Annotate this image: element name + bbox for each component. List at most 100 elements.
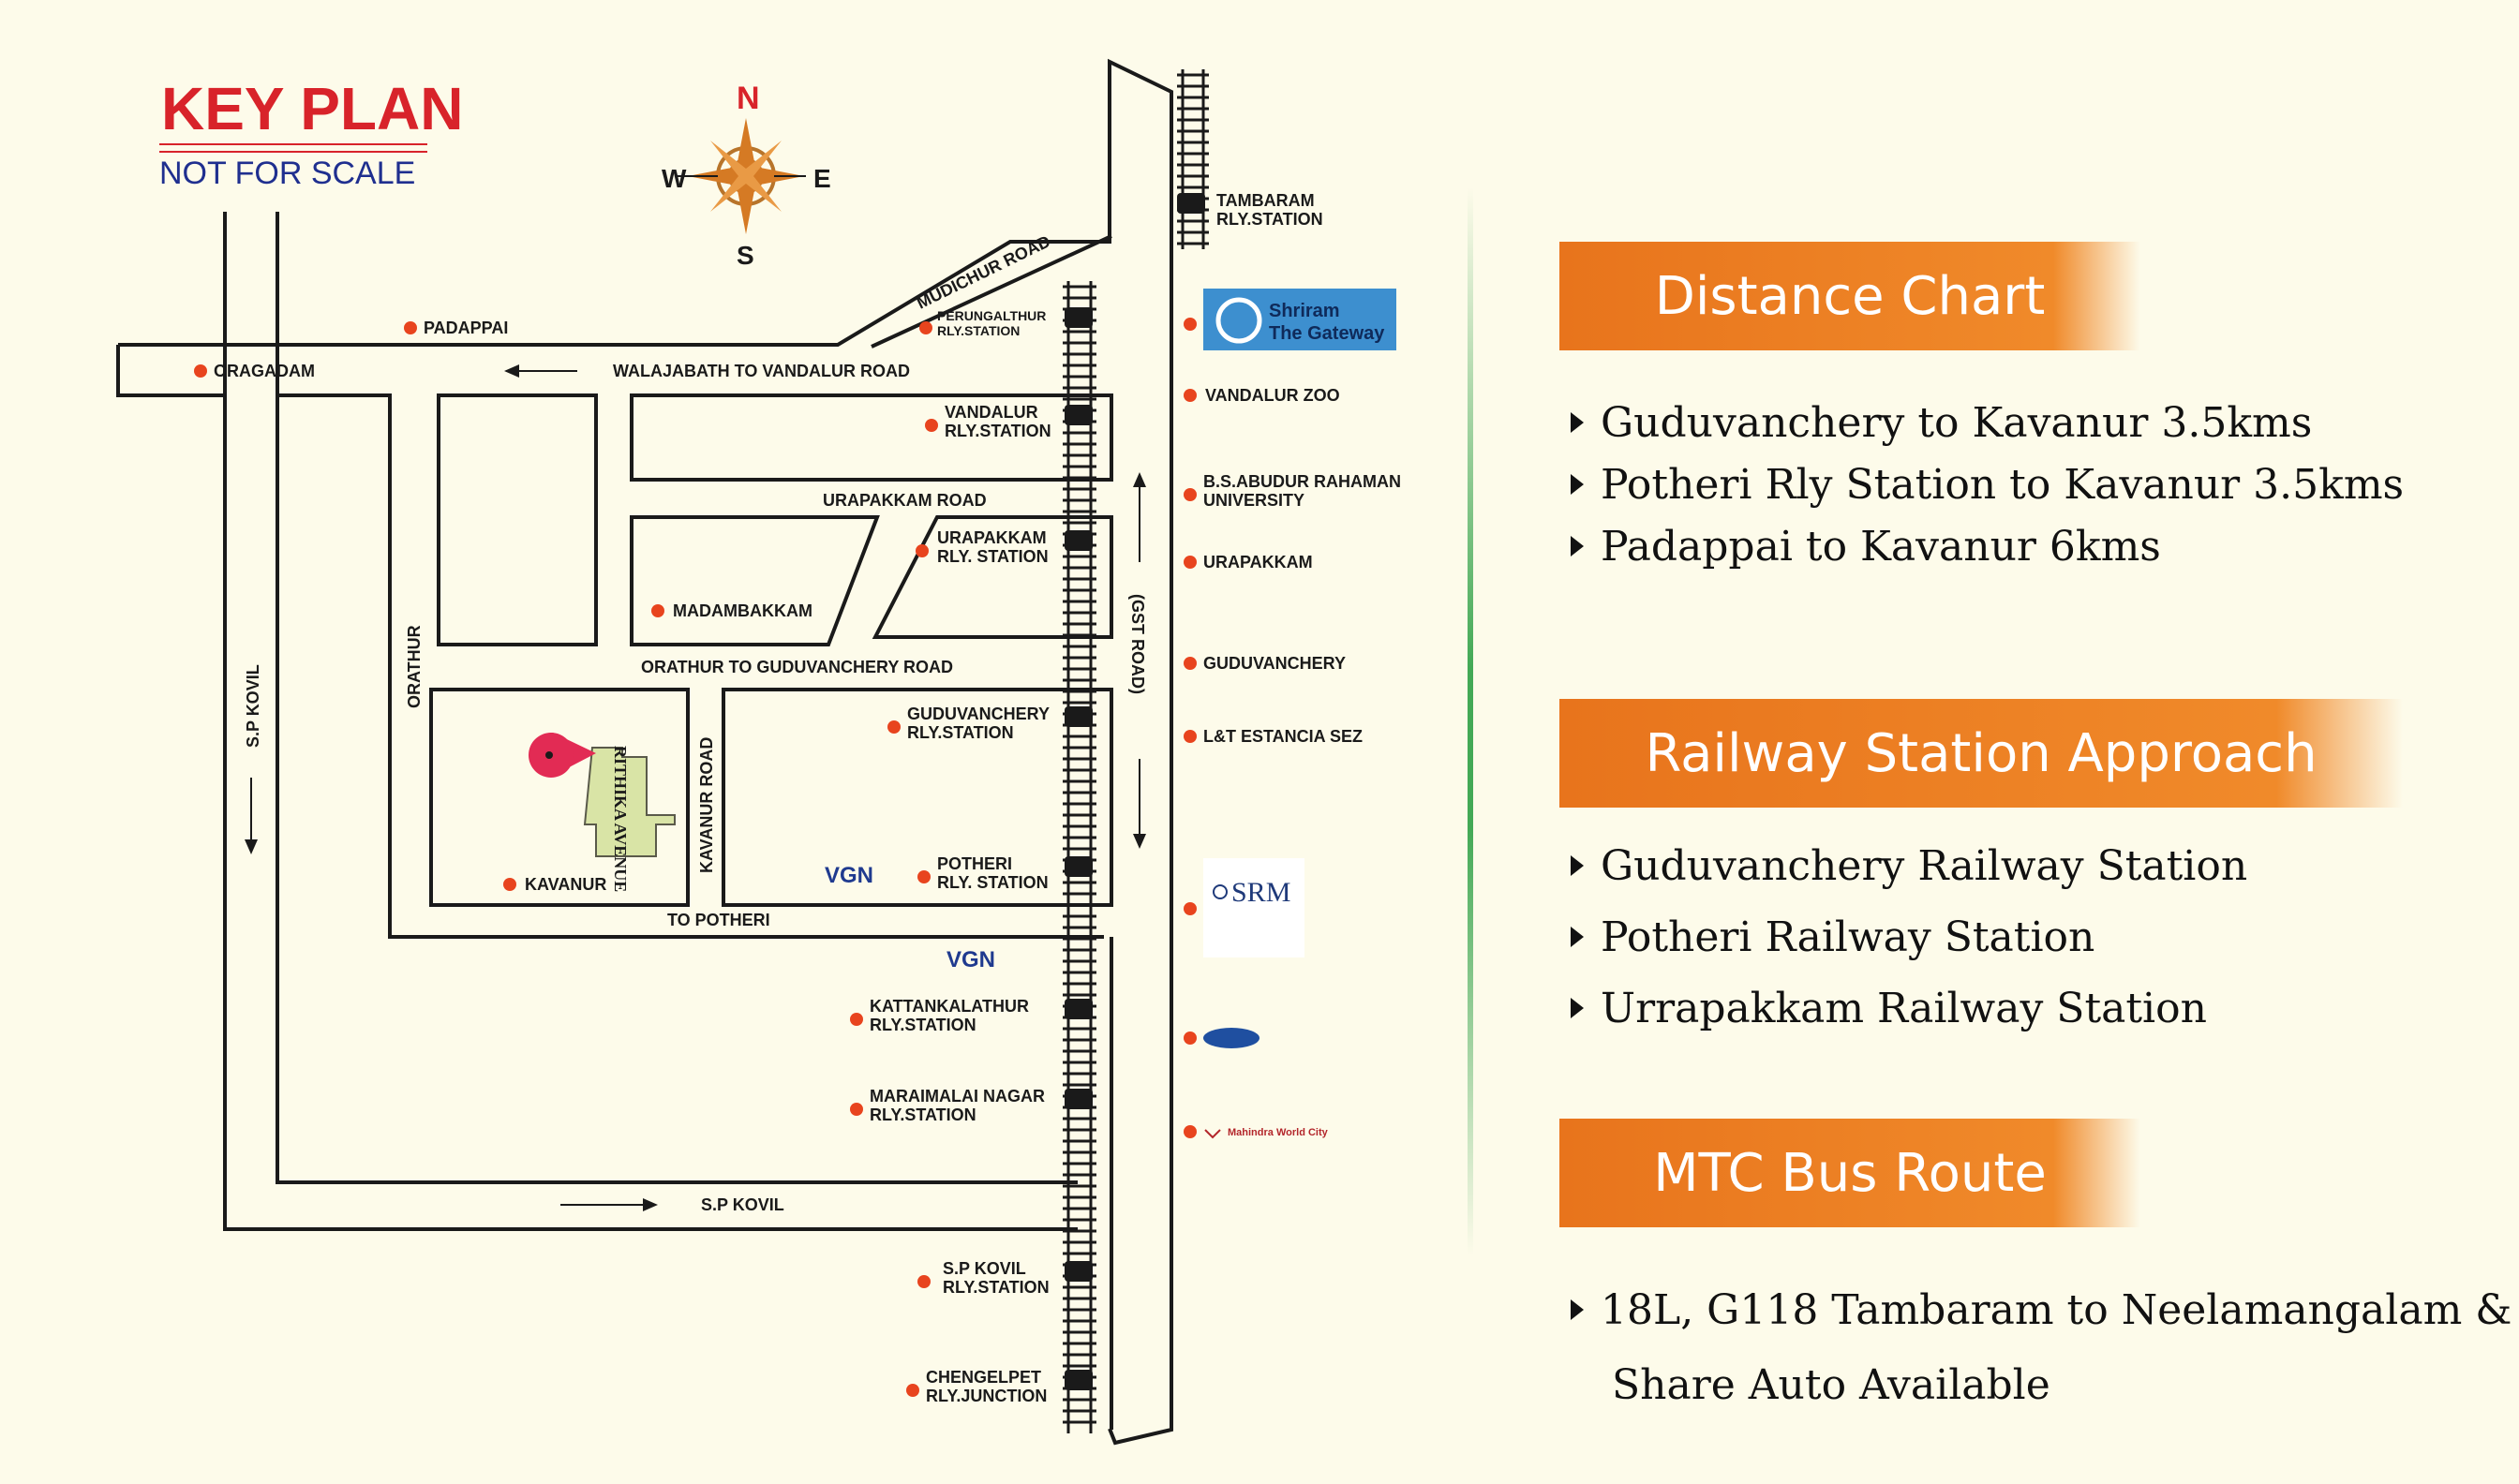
railway-approach-banner: Railway Station Approach — [1559, 699, 2403, 808]
bullet-arrow-icon — [1571, 412, 1584, 433]
list-item: Urrapakkam Railway Station — [1571, 972, 2247, 1044]
station-type: RLY. STATION — [937, 547, 1049, 566]
railway-approach-list: Guduvanchery Railway Station Potheri Rai… — [1571, 830, 2247, 1044]
to-potheri-label: TO POTHERI — [667, 911, 770, 929]
station-type: RLY. STATION — [937, 873, 1049, 892]
bus-route-list: 18L, G118 Tambaram to Neelamangalam & Sh… — [1571, 1272, 2512, 1422]
station-name: S.P KOVIL — [943, 1259, 1026, 1278]
station-type: RLY.STATION — [943, 1278, 1050, 1297]
compass-east-label: E — [813, 164, 831, 193]
oragadam-label: ORAGADAM — [214, 362, 315, 380]
guduvanchery-landmark-label: GUDUVANCHERY — [1203, 654, 1346, 673]
train-icon — [1065, 706, 1093, 727]
station-type: RLY.JUNCTION — [926, 1387, 1047, 1405]
train-icon — [1177, 193, 1205, 214]
station-type: RLY.STATION — [937, 323, 1020, 338]
walajabath-road-label: WALAJABATH TO VANDALUR ROAD — [613, 362, 910, 380]
compass-rose-icon — [675, 118, 806, 234]
abdur-rahaman-marker — [1184, 488, 1197, 501]
bullet-arrow-icon — [1571, 998, 1584, 1018]
station-marker — [916, 544, 929, 557]
station-marker — [917, 870, 931, 883]
railway-track — [1063, 69, 1209, 1433]
abdur-rahaman-line2: UNIVERSITY — [1203, 491, 1304, 510]
train-icon — [1065, 1089, 1093, 1109]
kavanur-label: KAVANUR — [525, 875, 606, 894]
compass-north-label: N — [737, 81, 760, 116]
compass-west-label: W — [662, 164, 687, 193]
ford-marker — [1184, 1031, 1197, 1045]
train-icon — [1065, 530, 1093, 551]
lt-estancia-marker — [1184, 730, 1197, 743]
urapakkam-marker — [1184, 556, 1197, 569]
shriram-line2: The Gateway — [1269, 323, 1385, 344]
srm-marker — [1184, 902, 1197, 915]
vandalur-zoo-label: VANDALUR ZOO — [1205, 386, 1340, 405]
sp-kovil-horizontal-label: S.P KOVIL — [701, 1195, 784, 1214]
station-type: RLY.STATION — [870, 1106, 976, 1124]
panel-divider — [1468, 187, 1473, 1255]
project-site: RITHIKA AVENUE — [583, 746, 676, 892]
srm-label: SRM — [1231, 877, 1290, 908]
mahindra-logo-label: Mahindra World City — [1228, 1127, 1329, 1138]
train-icon — [1065, 856, 1093, 877]
bullet-arrow-icon — [1571, 474, 1584, 495]
station-name: CHENGELPET — [926, 1368, 1041, 1387]
list-item: Potheri Railway Station — [1571, 901, 2247, 972]
train-icon — [1065, 1261, 1093, 1282]
key-plan-subtitle: NOT FOR SCALE — [159, 156, 415, 191]
train-icon — [1065, 405, 1093, 425]
list-item: Padappai to Kavanur 6kms — [1571, 515, 2404, 577]
location-pin-icon — [529, 733, 596, 778]
kavanur-road-label: KAVANUR ROAD — [697, 737, 716, 873]
vgn-logo-2: VGN — [946, 947, 995, 972]
bullet-arrow-icon — [1571, 855, 1584, 876]
station-type: RLY.STATION — [870, 1016, 976, 1034]
kavanur-marker — [503, 878, 516, 891]
station-name: GUDUVANCHERY — [907, 705, 1050, 723]
sp-kovil-vertical-label: S.P KOVIL — [244, 664, 262, 748]
bullet-arrow-icon — [1571, 536, 1584, 556]
key-plan-map: KEY PLAN NOT FOR SCALE N S E W — [116, 58, 1401, 1446]
ford-logo-icon — [1203, 1028, 1260, 1048]
station-labels: TAMBARAMRLY.STATIONPERUNGALTHURRLY.STATI… — [850, 191, 1323, 1405]
distance-chart-title: Distance Chart — [1654, 265, 2046, 327]
vandalur-zoo-marker — [1184, 389, 1197, 402]
direction-arrows — [245, 364, 1146, 1211]
srm-logo: SRM — [1203, 858, 1304, 957]
train-icon — [1065, 1370, 1093, 1390]
urapakkam-landmark-label: URAPAKKAM — [1203, 553, 1313, 571]
station-type: RLY.STATION — [945, 422, 1051, 440]
list-item: Share Auto Available — [1612, 1360, 2050, 1409]
list-item: 18L, G118 Tambaram to Neelamangalam & — [1571, 1272, 2512, 1347]
list-item: Potheri Rly Station to Kavanur 3.5kms — [1571, 453, 2404, 515]
station-type: RLY.STATION — [1216, 210, 1323, 229]
orathur-label: ORATHUR — [405, 625, 424, 708]
shriram-marker — [1184, 318, 1197, 331]
guduvanchery-marker — [1184, 657, 1197, 670]
bus-route-banner: MTC Bus Route — [1559, 1119, 2140, 1227]
mahindra-marker — [1184, 1125, 1197, 1138]
station-marker — [887, 720, 901, 734]
bullet-arrow-icon — [1571, 927, 1584, 947]
station-marker — [917, 1275, 931, 1288]
mahindra-logo-icon — [1204, 1129, 1221, 1139]
station-name: KATTANKALATHUR — [870, 997, 1029, 1016]
padappai-marker — [404, 321, 417, 334]
station-name: POTHERI — [937, 854, 1012, 873]
station-marker — [906, 1384, 919, 1397]
train-icon — [1065, 999, 1093, 1019]
station-type: RLY.STATION — [907, 723, 1014, 742]
lt-estancia-label: L&T ESTANCIA SEZ — [1203, 727, 1363, 746]
key-plan-title: KEY PLAN — [161, 75, 463, 142]
list-item: Guduvanchery to Kavanur 3.5kms — [1571, 392, 2404, 453]
station-name: MARAIMALAI NAGAR — [870, 1087, 1045, 1106]
abdur-rahaman-line1: B.S.ABUDUR RAHAMAN — [1203, 472, 1401, 491]
station-name: TAMBARAM — [1216, 191, 1315, 210]
madambakkam-marker — [651, 604, 664, 617]
padappai-label: PADAPPAI — [424, 319, 508, 337]
station-name: VANDALUR — [945, 403, 1038, 422]
station-name: PERUNGALTHUR — [937, 308, 1046, 323]
train-icon — [1065, 307, 1093, 328]
gst-road-label: (GST ROAD) — [1128, 594, 1147, 694]
